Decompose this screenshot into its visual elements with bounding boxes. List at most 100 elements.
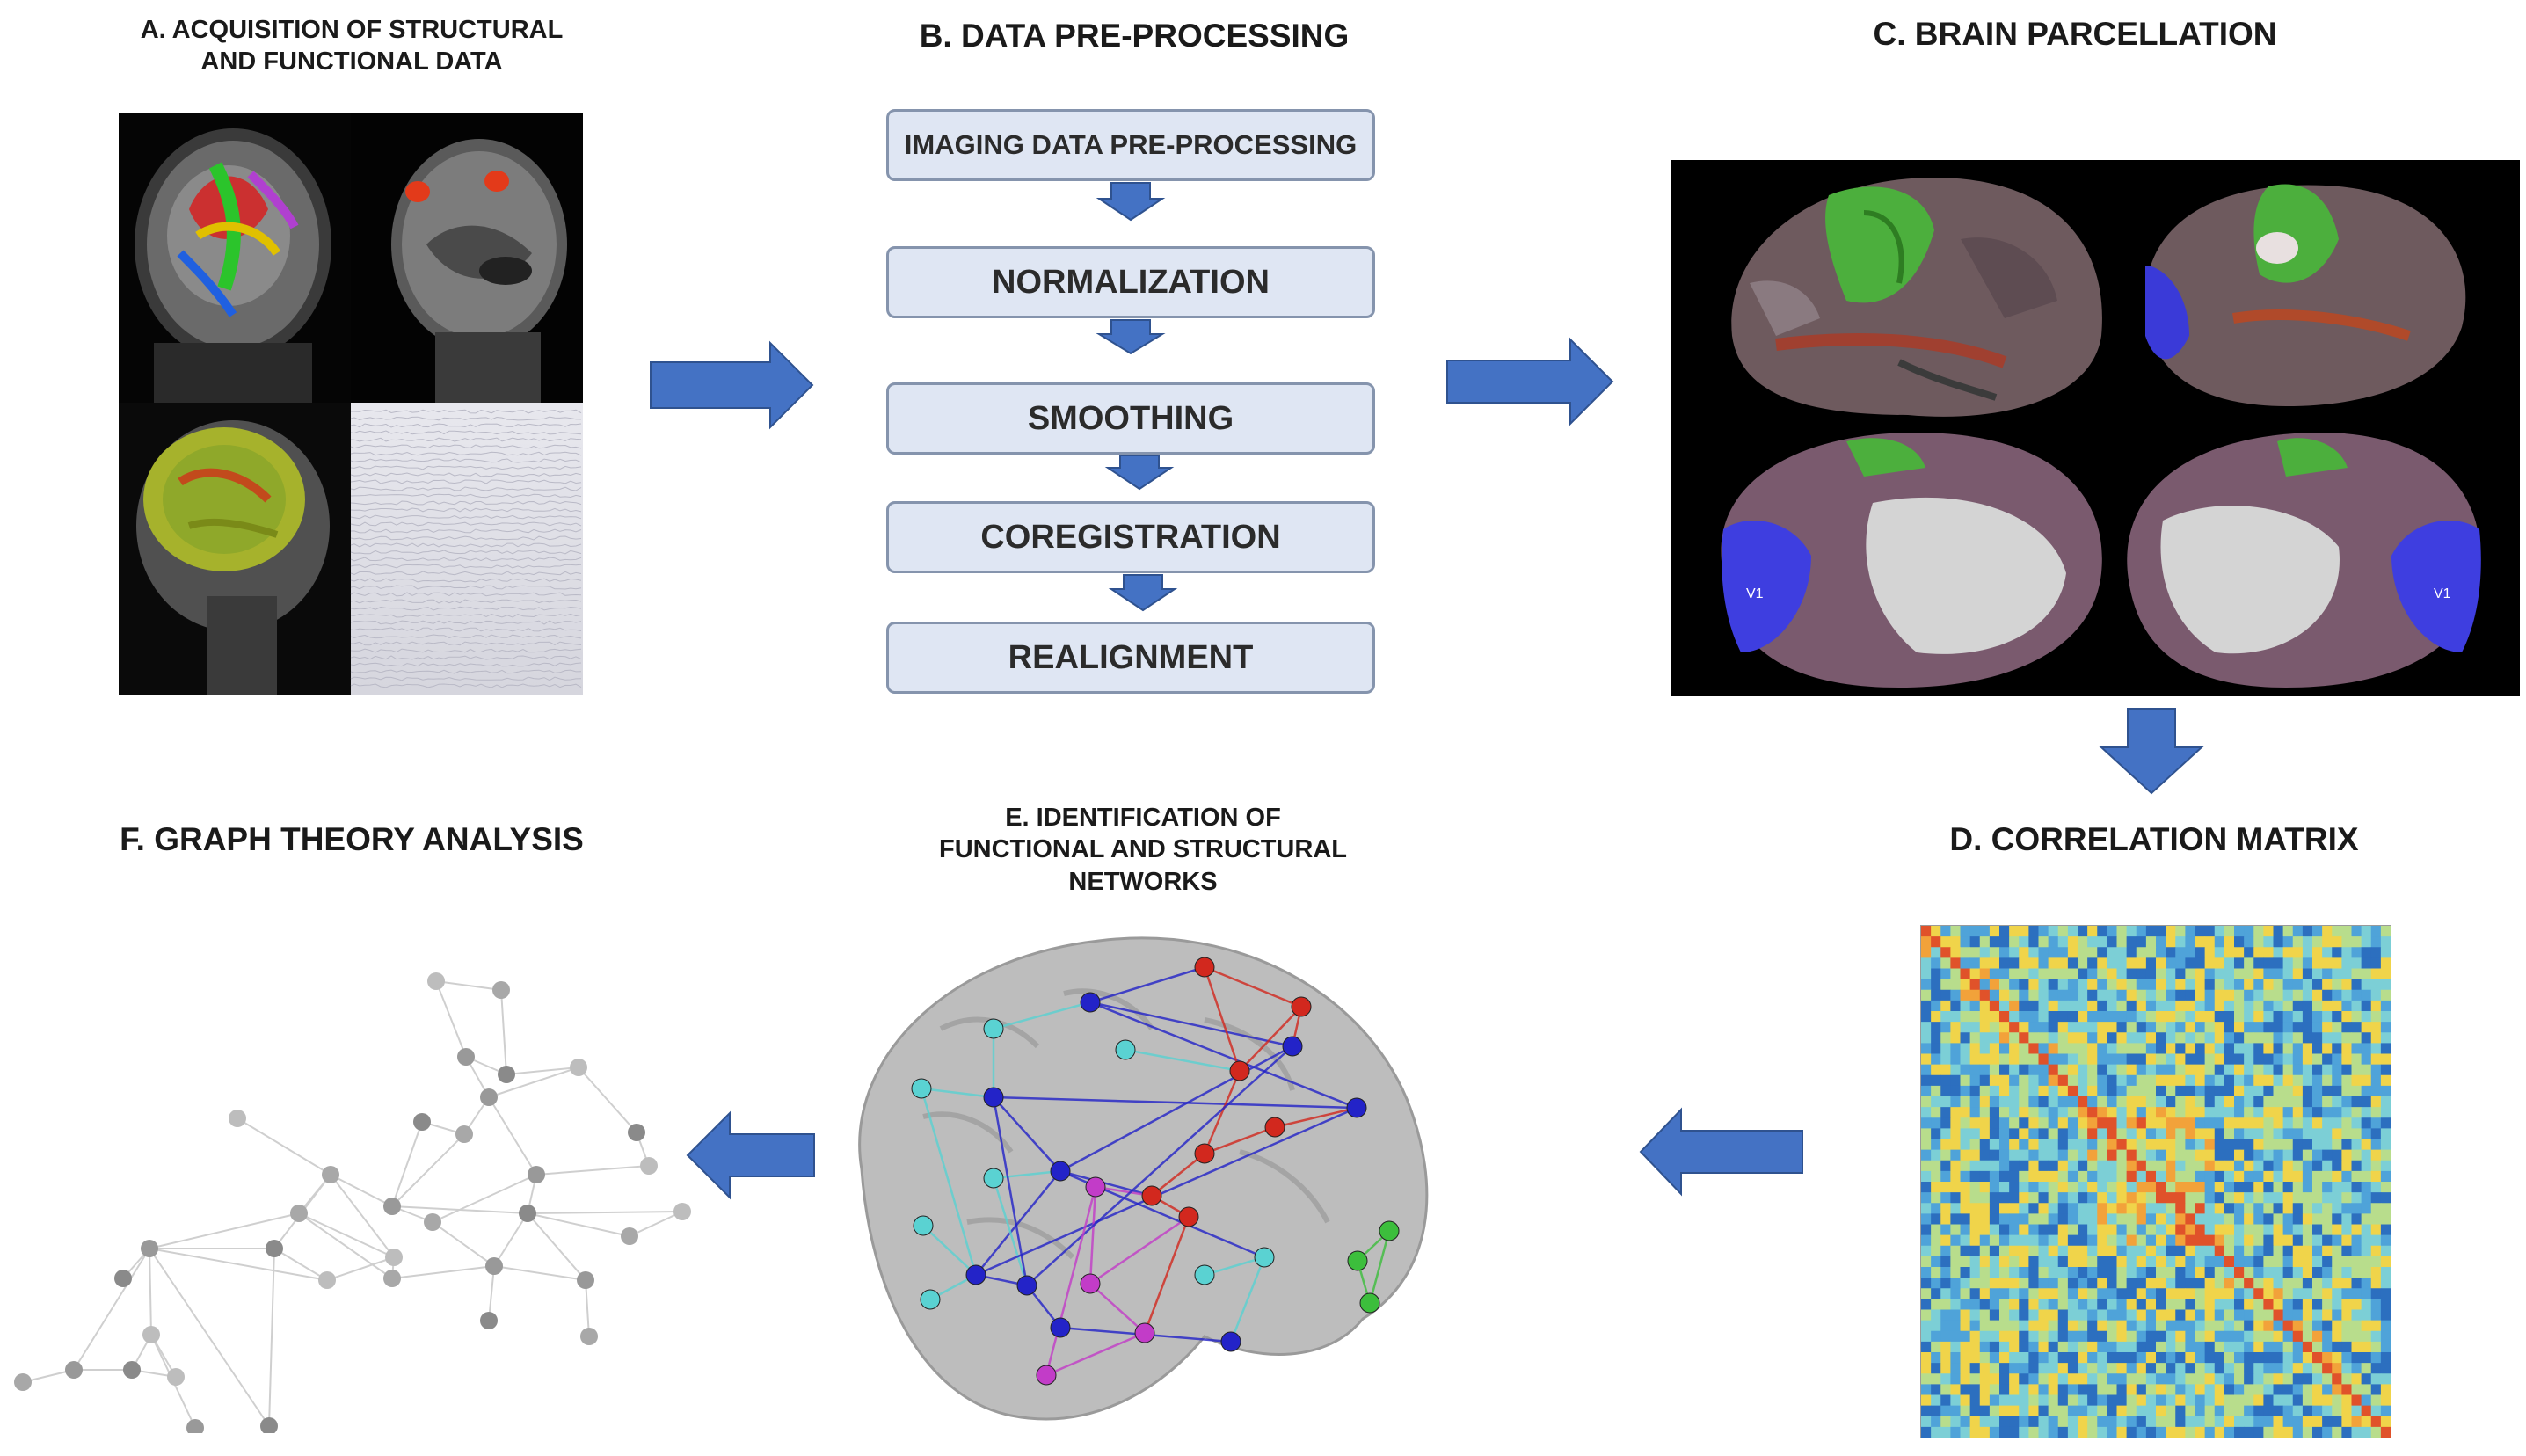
matrix-cell (2361, 968, 2372, 980)
matrix-cell (1969, 1053, 1981, 1066)
matrix-cell (2136, 947, 2147, 958)
matrix-cell (2078, 1234, 2088, 1247)
matrix-cell (2361, 1139, 2372, 1151)
matrix-cell (2145, 1245, 2157, 1257)
matrix-cell (2156, 989, 2166, 1001)
matrix-cell (2009, 1256, 2020, 1268)
matrix-cell (2292, 947, 2304, 958)
matrix-cell (1969, 1320, 1981, 1332)
matrix-cell (2028, 1224, 2039, 1236)
matrix-cell (2009, 1043, 2020, 1054)
matrix-cell (2224, 1234, 2235, 1247)
matrix-cell (2087, 1182, 2098, 1193)
matrix-cell (2048, 936, 2059, 948)
matrix-cell (2126, 1203, 2137, 1214)
matrix-cell (2166, 1234, 2176, 1247)
matrix-cell (2302, 989, 2313, 1001)
matrix-cell (2273, 1032, 2284, 1044)
matrix-cell (1979, 1394, 1991, 1407)
matrix-cell (2214, 1309, 2225, 1321)
matrix-cell (2038, 1043, 2049, 1054)
matrix-cell (1969, 1341, 1981, 1353)
matrix-cell (2019, 1416, 2029, 1428)
parcel-label-v1-right: V1 (2434, 586, 2451, 601)
matrix-cell (2234, 1096, 2245, 1108)
matrix-cell (2166, 1363, 2176, 1374)
matrix-cell (2028, 1299, 2039, 1310)
matrix-cell (2204, 979, 2216, 991)
matrix-cell (2224, 1267, 2235, 1278)
matrix-cell (2185, 1096, 2195, 1108)
matrix-cell (2156, 1341, 2166, 1353)
matrix-cell (2078, 1107, 2088, 1118)
timeseries-trace (350, 627, 582, 632)
matrix-cell (2351, 1203, 2362, 1214)
matrix-cell (2009, 1149, 2020, 1161)
matrix-cell (2116, 1341, 2128, 1353)
matrix-cell (2067, 926, 2078, 937)
matrix-cell (2057, 1032, 2069, 1044)
matrix-cell (2107, 989, 2117, 1001)
matrix-cell (2322, 1224, 2333, 1236)
matrix-cell (2234, 1011, 2245, 1023)
matrix-cell (2292, 1288, 2304, 1299)
network-edge (1026, 1045, 1293, 1286)
matrix-cell (1999, 1416, 2010, 1428)
matrix-cell (2038, 1384, 2049, 1395)
matrix-cell (2116, 1384, 2128, 1395)
matrix-cell (2048, 1373, 2059, 1385)
matrix-cell (2166, 947, 2176, 958)
matrix-cell (2282, 1203, 2294, 1214)
matrix-cell (2126, 1309, 2137, 1321)
matrix-cell (2107, 1182, 2117, 1193)
matrix-cell (2156, 1373, 2166, 1385)
matrix-cell (2145, 1224, 2157, 1236)
matrix-cell (2145, 926, 2157, 937)
matrix-cell (2028, 1053, 2039, 1066)
matrix-cell (2126, 1064, 2137, 1076)
matrix-cell (2282, 1192, 2294, 1204)
matrix-cell (1979, 1213, 1991, 1225)
matrix-cell (2224, 1203, 2235, 1214)
matrix-cell (2332, 1330, 2342, 1343)
matrix-cell (2361, 1022, 2372, 1033)
matrix-cell (2282, 957, 2294, 969)
graph-node (383, 1270, 401, 1287)
matrix-cell (1969, 1384, 1981, 1395)
matrix-cell (2145, 1170, 2157, 1183)
matrix-cell (2273, 1096, 2284, 1108)
matrix-cell (2322, 1299, 2333, 1310)
graph-node (427, 972, 445, 990)
matrix-cell (2204, 1384, 2216, 1395)
matrix-cell (2341, 1022, 2352, 1033)
matrix-cell (2067, 1256, 2078, 1268)
matrix-cell (2332, 947, 2342, 958)
matrix-cell (2341, 1139, 2352, 1151)
matrix-cell (2292, 926, 2304, 937)
network-edge (1368, 1230, 1391, 1304)
matrix-cell (2195, 1341, 2206, 1353)
matrix-cell (1931, 1245, 1941, 1257)
matrix-cell (2048, 1256, 2059, 1268)
matrix-cell (2244, 1330, 2254, 1343)
matrix-cell (2204, 1139, 2216, 1151)
matrix-cell (2234, 1245, 2245, 1257)
matrix-cell (1999, 1330, 2010, 1343)
matrix-cell (2361, 989, 2372, 1001)
matrix-cell (2145, 1160, 2157, 1172)
step-imaging-preprocessing: IMAGING DATA PRE-PROCESSING (886, 109, 1375, 181)
matrix-cell (2145, 1182, 2157, 1193)
matrix-cell (1989, 1394, 2000, 1407)
matrix-cell (2253, 1394, 2264, 1407)
matrix-cell (2332, 1117, 2342, 1129)
matrix-cell (2341, 1107, 2352, 1118)
matrix-cell (2145, 957, 2157, 969)
matrix-cell (2370, 1203, 2382, 1214)
matrix-cell (2028, 936, 2039, 948)
matrix-cell (2234, 1213, 2245, 1225)
matrix-cell (2244, 1011, 2254, 1023)
matrix-cell (2126, 1416, 2137, 1428)
matrix-cell (2263, 926, 2274, 937)
matrix-cell (2351, 1245, 2362, 1257)
matrix-cell (2224, 1224, 2235, 1236)
